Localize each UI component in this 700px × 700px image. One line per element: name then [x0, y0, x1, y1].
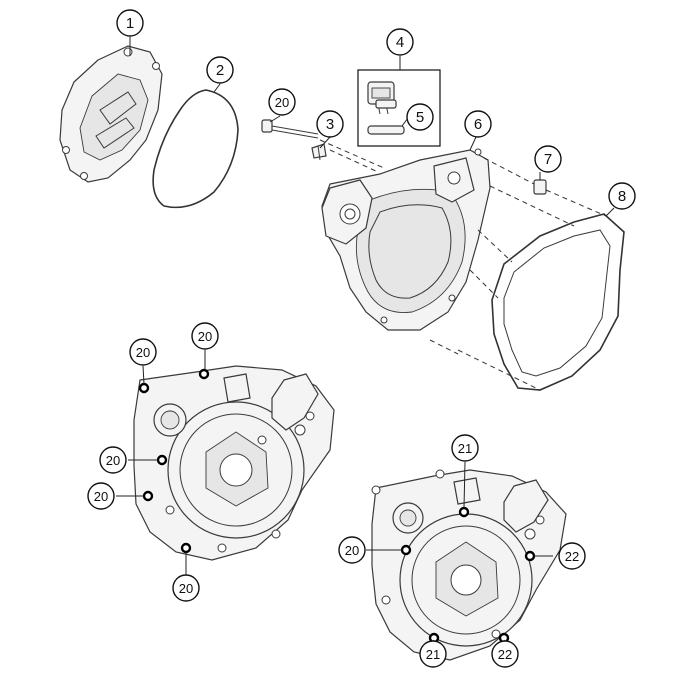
- callout-20-top: 20: [268, 88, 296, 116]
- callout-20-d: 20: [87, 482, 115, 510]
- callout-20-c: 20: [99, 446, 127, 474]
- callout-label-2: 2: [216, 62, 224, 79]
- callout-20-a: 20: [129, 338, 157, 366]
- callout-label-22-b: 22: [498, 647, 512, 662]
- callout-label-22-a: 22: [565, 549, 579, 564]
- callout-21-b: 21: [419, 640, 447, 668]
- callout-label-7: 7: [544, 151, 552, 168]
- callout-label-20-f: 20: [345, 543, 359, 558]
- callout-7: 7: [534, 145, 562, 173]
- pump-shaft-spring: [367, 125, 405, 135]
- assembled-cover-left: [133, 365, 335, 561]
- callout-label-8: 8: [618, 188, 626, 205]
- callout-label-20-a: 20: [136, 345, 150, 360]
- callout-1: 1: [116, 9, 144, 37]
- assembly-lines: [319, 139, 607, 391]
- callout-20-f: 20: [338, 536, 366, 564]
- outer-cover-gasket: [152, 89, 239, 209]
- callout-2: 2: [206, 56, 234, 84]
- callout-5: 5: [406, 103, 434, 131]
- callout-label-1: 1: [126, 15, 134, 32]
- callout-4: 4: [386, 28, 414, 56]
- callout-label-5: 5: [416, 109, 424, 126]
- callout-20-e: 20: [172, 552, 200, 602]
- side-cover-gasket: [491, 213, 625, 391]
- callout-8: 8: [608, 182, 636, 210]
- water-pump-impeller: [367, 81, 397, 115]
- callout-label-4: 4: [396, 34, 404, 51]
- assembled-cover-right: [371, 469, 567, 661]
- sleeve: [533, 179, 547, 195]
- callout-22-a: 22: [558, 542, 586, 570]
- callout-label-20-e: 20: [179, 581, 193, 596]
- callout-label-20-b: 20: [198, 329, 212, 344]
- callout-20-b: 20: [191, 322, 219, 350]
- leader-lines: [116, 37, 615, 643]
- side-cover: [321, 148, 491, 331]
- dowel-clip: [311, 143, 327, 161]
- callout-label-21-b: 21: [426, 647, 440, 662]
- callout-label-20-c: 20: [106, 453, 120, 468]
- callout-label-21-a: 21: [458, 441, 472, 456]
- callout-6: 6: [464, 110, 492, 138]
- outer-ignition-cover: [59, 45, 163, 183]
- callout-22-b: 22: [491, 640, 519, 668]
- callout-label-20-d: 20: [94, 489, 108, 504]
- callout-label-6: 6: [474, 116, 482, 133]
- callout-21-a: 21: [451, 434, 479, 462]
- callout-label-3: 3: [326, 116, 334, 133]
- long-bolt: [261, 119, 319, 139]
- callout-3: 3: [316, 110, 344, 138]
- callout-label-20-top: 20: [275, 95, 289, 110]
